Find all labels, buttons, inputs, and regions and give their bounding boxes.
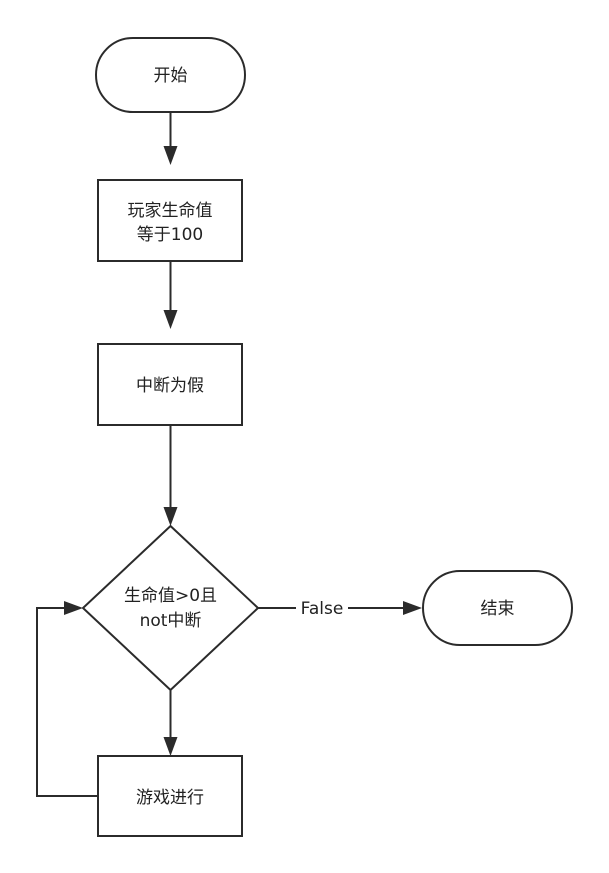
edge-condition-to-end: False bbox=[258, 596, 422, 620]
start-node[interactable]: 开始 bbox=[95, 37, 246, 113]
init-interrupt-node[interactable]: 中断为假 bbox=[97, 343, 243, 426]
game-loop-node[interactable]: 游戏进行 bbox=[97, 755, 243, 837]
edge-interrupt-to-condition bbox=[163, 425, 178, 526]
edge-condition-to-game-loop bbox=[163, 690, 178, 756]
condition-node[interactable]: 生命值>0且 not中断 bbox=[81, 524, 260, 692]
condition-label-line2: not中断 bbox=[140, 611, 202, 631]
end-node[interactable]: 结束 bbox=[422, 570, 573, 646]
init-interrupt-label: 中断为假 bbox=[136, 376, 204, 396]
init-hp-label-line1: 玩家生命值 bbox=[128, 201, 213, 221]
false-edge-label: False bbox=[301, 599, 344, 619]
edge-init-hp-to-interrupt bbox=[163, 261, 178, 329]
condition-label-line1: 生命值>0且 bbox=[124, 586, 217, 606]
edge-game-loop-to-condition bbox=[36, 601, 98, 797]
edge-start-to-init-hp bbox=[163, 112, 178, 165]
init-hp-node[interactable]: 玩家生命值 等于100 bbox=[97, 179, 243, 262]
start-label: 开始 bbox=[154, 66, 188, 86]
end-label: 结束 bbox=[481, 599, 515, 619]
init-hp-label-line2: 等于100 bbox=[137, 225, 203, 245]
game-loop-label: 游戏进行 bbox=[136, 788, 204, 808]
